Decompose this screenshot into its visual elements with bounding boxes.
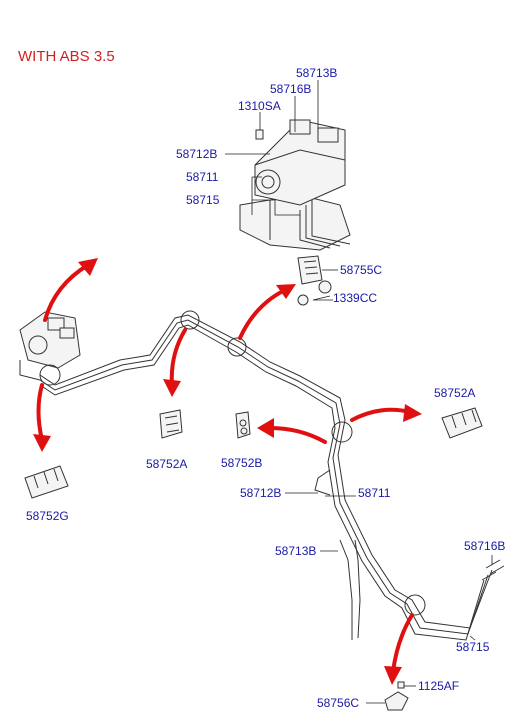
label-58712B-top: 58712B	[176, 147, 217, 161]
clip-position-marker	[39, 364, 61, 386]
bolt-icon	[255, 129, 264, 140]
label-58752G: 58752G	[26, 509, 69, 523]
brake-pipe-run	[19, 314, 505, 641]
label-58711-mid: 58711	[358, 486, 391, 500]
bracket-icon	[159, 409, 183, 439]
diagram-title: WITH ABS 3.5	[18, 48, 115, 65]
clip-position-marker	[227, 337, 247, 357]
label-58713B-bottom: 58713B	[275, 544, 316, 558]
bracket-icon	[24, 465, 69, 499]
label-58712B-mid: 58712B	[240, 486, 281, 500]
clip-icon	[235, 411, 251, 439]
label-58752A-left: 58752A	[146, 457, 187, 471]
abs-module-icon	[239, 119, 351, 251]
label-58716B-bottom: 58716B	[464, 539, 505, 553]
label-58755C: 58755C	[340, 263, 382, 277]
label-58715-top: 58715	[186, 193, 220, 207]
label-58752B: 58752B	[221, 456, 262, 470]
label-1125AF: 1125AF	[418, 679, 459, 693]
clip-position-marker	[331, 421, 353, 443]
clip-icon	[297, 255, 332, 294]
bracket-icon	[441, 407, 483, 439]
bolt-icon	[397, 681, 405, 689]
callout-arrows	[33, 258, 422, 685]
clip-position-marker	[180, 310, 200, 330]
clip-icon	[384, 691, 409, 711]
abs-module-icon	[19, 311, 81, 369]
label-58752A-right: 58752A	[434, 386, 475, 400]
clip-position-marker	[404, 594, 426, 616]
label-1339CC: 1339CC	[333, 291, 377, 305]
label-58711-top: 58711	[186, 170, 219, 184]
label-58756C: 58756C	[317, 696, 359, 710]
label-58715-bottom: 58715	[456, 640, 490, 654]
label-58713B-top: 58713B	[296, 66, 337, 80]
nut-icon	[297, 294, 309, 306]
label-58716B-top: 58716B	[270, 82, 311, 96]
label-1310SA: 1310SA	[238, 99, 281, 113]
